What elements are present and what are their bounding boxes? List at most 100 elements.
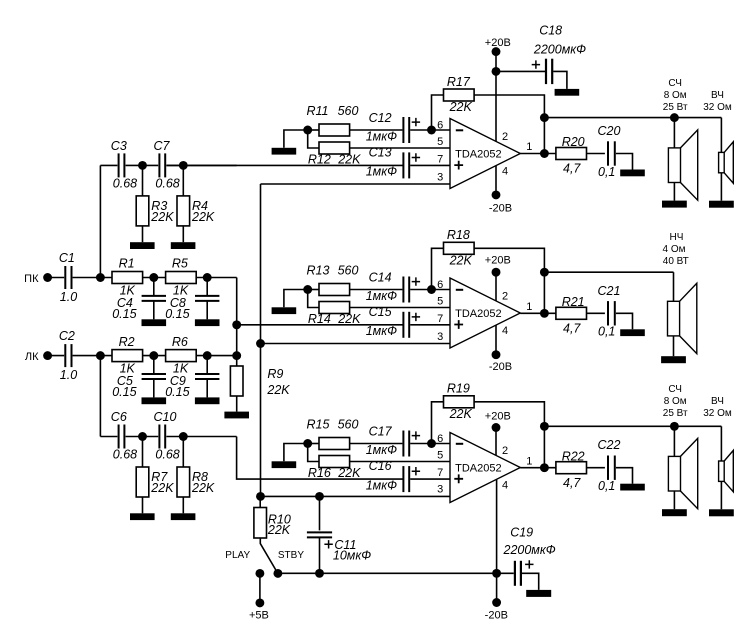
svg-text:C11: C11 xyxy=(334,538,356,552)
svg-text:R17: R17 xyxy=(447,75,471,89)
svg-text:2200мкФ: 2200мкФ xyxy=(503,543,556,557)
svg-text:C14: C14 xyxy=(369,270,392,284)
svg-text:TDA2052: TDA2052 xyxy=(455,308,501,320)
svg-text:+20В: +20В xyxy=(485,411,511,423)
svg-text:1мкФ: 1мкФ xyxy=(366,443,397,457)
svg-text:0,1: 0,1 xyxy=(598,325,615,339)
svg-text:4,7: 4,7 xyxy=(563,476,581,490)
svg-text:560: 560 xyxy=(338,264,359,278)
svg-text:4,7: 4,7 xyxy=(563,322,581,336)
svg-text:0.68: 0.68 xyxy=(113,177,137,191)
svg-text:3: 3 xyxy=(437,484,443,496)
svg-text:R14: R14 xyxy=(308,312,331,326)
svg-text:1мкФ: 1мкФ xyxy=(366,289,397,303)
svg-text:7: 7 xyxy=(437,313,443,325)
svg-text:1: 1 xyxy=(526,455,532,467)
svg-text:C16: C16 xyxy=(369,459,392,473)
svg-text:22K: 22K xyxy=(337,152,361,166)
svg-text:R9: R9 xyxy=(267,367,283,381)
svg-text:560: 560 xyxy=(338,104,359,118)
svg-text:0.15: 0.15 xyxy=(112,307,136,321)
svg-text:25 Вт: 25 Вт xyxy=(663,408,688,419)
svg-text:-20В: -20В xyxy=(485,609,508,621)
svg-text:R15: R15 xyxy=(307,418,330,432)
svg-text:22K: 22K xyxy=(449,254,473,268)
svg-text:1K: 1K xyxy=(120,362,136,376)
svg-text:C6: C6 xyxy=(111,410,127,424)
svg-text:C8: C8 xyxy=(170,296,186,310)
svg-text:R8: R8 xyxy=(192,470,208,484)
svg-text:22K: 22K xyxy=(266,383,290,397)
svg-text:7: 7 xyxy=(437,467,443,479)
svg-text:STBY: STBY xyxy=(278,550,304,561)
svg-text:6: 6 xyxy=(437,279,443,291)
svg-text:1мкФ: 1мкФ xyxy=(366,478,397,492)
svg-text:1: 1 xyxy=(526,141,532,153)
svg-text:1мкФ: 1мкФ xyxy=(366,129,397,143)
svg-text:1K: 1K xyxy=(173,362,189,376)
svg-text:ВЧ: ВЧ xyxy=(711,90,724,101)
svg-text:ЛК: ЛК xyxy=(25,351,39,363)
svg-text:R13: R13 xyxy=(307,264,330,278)
svg-text:C5: C5 xyxy=(117,374,133,388)
svg-text:R18: R18 xyxy=(447,228,470,242)
svg-text:22K: 22K xyxy=(337,466,361,480)
svg-text:СЧ: СЧ xyxy=(668,78,682,89)
svg-text:R4: R4 xyxy=(192,199,208,213)
svg-text:6: 6 xyxy=(437,120,443,132)
svg-text:5: 5 xyxy=(437,136,443,148)
svg-text:32 Ом: 32 Ом xyxy=(703,102,732,113)
svg-text:C22: C22 xyxy=(598,438,621,452)
svg-text:0.15: 0.15 xyxy=(165,385,189,399)
svg-text:R20: R20 xyxy=(562,135,585,149)
svg-text:3: 3 xyxy=(437,331,443,343)
svg-text:R22: R22 xyxy=(562,449,585,463)
svg-text:25 Вт: 25 Вт xyxy=(663,102,688,113)
svg-text:R5: R5 xyxy=(172,257,188,271)
svg-text:PLAY: PLAY xyxy=(225,550,250,561)
svg-text:6: 6 xyxy=(437,433,443,445)
svg-text:3: 3 xyxy=(437,171,443,183)
svg-text:ПК: ПК xyxy=(24,273,39,285)
svg-text:4: 4 xyxy=(502,166,508,178)
svg-text:22K: 22K xyxy=(267,523,291,537)
svg-text:22K: 22K xyxy=(150,210,174,224)
svg-text:1K: 1K xyxy=(120,284,136,298)
svg-text:22K: 22K xyxy=(191,210,215,224)
svg-text:2: 2 xyxy=(502,445,508,457)
svg-text:1мкФ: 1мкФ xyxy=(366,165,397,179)
svg-text:C10: C10 xyxy=(154,410,177,424)
svg-text:0.68: 0.68 xyxy=(113,448,137,462)
svg-text:22K: 22K xyxy=(449,407,473,421)
svg-text:1: 1 xyxy=(526,301,532,313)
svg-text:C18: C18 xyxy=(539,24,562,38)
svg-text:-20В: -20В xyxy=(489,202,512,214)
svg-text:C21: C21 xyxy=(598,284,621,298)
svg-text:C17: C17 xyxy=(369,424,393,438)
svg-text:R21: R21 xyxy=(562,295,585,309)
svg-text:R19: R19 xyxy=(447,382,470,396)
svg-text:8 Ом: 8 Ом xyxy=(664,396,687,407)
svg-text:R6: R6 xyxy=(172,335,188,349)
svg-text:R10: R10 xyxy=(268,513,291,527)
svg-text:-20В: -20В xyxy=(489,361,512,373)
svg-text:32 Ом: 32 Ом xyxy=(703,408,732,419)
svg-text:C15: C15 xyxy=(369,305,392,319)
svg-text:8 Ом: 8 Ом xyxy=(664,90,687,101)
svg-text:0.15: 0.15 xyxy=(165,307,189,321)
svg-text:0,1: 0,1 xyxy=(598,165,615,179)
svg-text:7: 7 xyxy=(437,153,443,165)
svg-text:C3: C3 xyxy=(111,139,127,153)
svg-text:+5В: +5В xyxy=(249,610,269,622)
svg-text:R2: R2 xyxy=(119,335,135,349)
svg-text:C7: C7 xyxy=(154,139,171,153)
svg-text:НЧ: НЧ xyxy=(670,232,684,243)
svg-text:4: 4 xyxy=(502,325,508,337)
svg-text:0.68: 0.68 xyxy=(155,448,179,462)
svg-text:R11: R11 xyxy=(307,104,329,118)
svg-text:R3: R3 xyxy=(151,199,167,213)
svg-text:C13: C13 xyxy=(369,146,392,160)
svg-text:22K: 22K xyxy=(449,100,473,114)
svg-text:4 Ом: 4 Ом xyxy=(663,244,686,255)
svg-text:1.0: 1.0 xyxy=(60,368,77,382)
